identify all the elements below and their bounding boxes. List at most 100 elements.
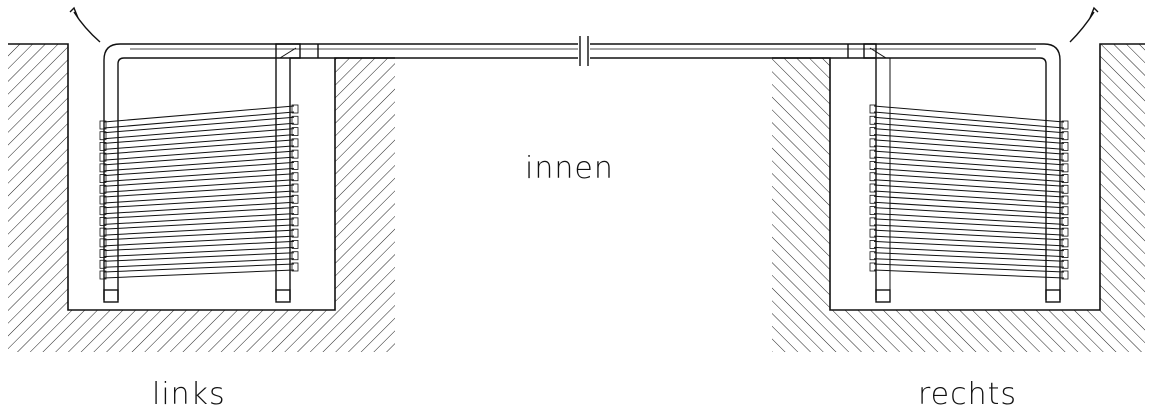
left-bar-line bbox=[103, 263, 295, 273]
right-bar-line bbox=[873, 139, 1065, 155]
right-ground bbox=[772, 43, 1145, 352]
left-bar-end bbox=[291, 217, 299, 227]
right-bar-end bbox=[869, 262, 877, 272]
left-bar-line bbox=[103, 128, 295, 144]
right-bar-line bbox=[873, 224, 1065, 236]
right-bar-line bbox=[873, 105, 1065, 123]
left-arrow-icon bbox=[69, 6, 101, 43]
right-bar-line bbox=[873, 173, 1065, 187]
right-bar-end bbox=[1061, 174, 1069, 183]
left-bar-line bbox=[103, 252, 295, 262]
label-left: links bbox=[152, 377, 226, 412]
left-bar-line bbox=[103, 122, 295, 140]
right-bar-end bbox=[1061, 142, 1069, 151]
left-bar-end bbox=[99, 270, 107, 280]
left-bar-line bbox=[103, 161, 295, 177]
left-bar-end bbox=[99, 120, 107, 130]
left-bar-end bbox=[291, 138, 299, 148]
right-bar-end bbox=[1061, 120, 1069, 130]
right-bar-end bbox=[869, 194, 877, 204]
left-bar-end bbox=[291, 251, 299, 261]
left-bar-line bbox=[103, 207, 295, 219]
left-ground bbox=[8, 43, 395, 352]
left-bar-line bbox=[103, 179, 295, 193]
right-bar-end bbox=[1061, 249, 1069, 258]
left-frame bbox=[99, 43, 301, 303]
left-bar-end bbox=[291, 104, 299, 114]
right-bar-line bbox=[873, 184, 1065, 198]
right-bar-end bbox=[869, 149, 877, 159]
left-bar-line bbox=[103, 190, 295, 204]
left-bar-end bbox=[291, 228, 299, 238]
left-bar-line bbox=[103, 116, 295, 134]
left-bar-end bbox=[291, 240, 299, 249]
right-bar-end bbox=[869, 251, 877, 261]
left-bar-end bbox=[99, 238, 107, 248]
left-bar-line bbox=[103, 229, 295, 241]
right-bar-line bbox=[873, 167, 1065, 183]
right-frame bbox=[863, 43, 1069, 303]
right-bar-line bbox=[873, 201, 1065, 215]
right-bar-line bbox=[873, 213, 1065, 225]
right-bar-line bbox=[873, 246, 1065, 258]
left-bar-end bbox=[291, 149, 299, 159]
right-bar-end bbox=[1061, 259, 1069, 269]
left-bar-end bbox=[99, 195, 107, 205]
left-bar-line bbox=[103, 235, 295, 247]
left-bar-line bbox=[103, 134, 295, 150]
right-bar-end bbox=[869, 161, 877, 170]
left-bar-end bbox=[291, 194, 299, 204]
right-bar-line bbox=[873, 269, 1065, 279]
left-bar-line bbox=[103, 213, 295, 225]
left-bar-end bbox=[291, 206, 299, 215]
left-bar-end bbox=[99, 206, 107, 216]
right-bar-line bbox=[873, 218, 1065, 230]
right-bar-line bbox=[873, 134, 1065, 150]
left-bar-line bbox=[103, 224, 295, 236]
left-bar-end bbox=[99, 217, 107, 226]
left-bars bbox=[99, 104, 299, 280]
right-bar-end bbox=[869, 104, 877, 114]
left-bar-line bbox=[103, 201, 295, 215]
right-bar-end bbox=[1061, 227, 1069, 237]
right-bar-line bbox=[873, 229, 1065, 241]
left-bar-end bbox=[291, 115, 299, 125]
left-bar-end bbox=[291, 262, 299, 272]
right-bar-line bbox=[873, 156, 1065, 172]
left-bar-line bbox=[103, 269, 295, 279]
left-bar-end bbox=[99, 184, 107, 194]
left-bar-line bbox=[103, 145, 295, 161]
left-bar-end bbox=[99, 249, 107, 258]
right-bar-line bbox=[873, 145, 1065, 161]
right-bar-end bbox=[869, 183, 877, 193]
right-bar-end bbox=[869, 240, 877, 249]
right-bar-end bbox=[1061, 217, 1069, 226]
label-center: innen bbox=[525, 151, 614, 186]
right-bar-end bbox=[869, 217, 877, 227]
right-bar-end bbox=[1061, 163, 1069, 173]
left-bar-line bbox=[103, 150, 295, 166]
left-bar-line bbox=[103, 156, 295, 172]
left-bar-end bbox=[99, 259, 107, 269]
right-bar-end bbox=[1061, 238, 1069, 248]
left-bar-end bbox=[99, 142, 107, 151]
right-bar-line bbox=[873, 116, 1065, 134]
right-bar-line bbox=[873, 195, 1065, 209]
right-bar-line bbox=[873, 122, 1065, 140]
left-bar-end bbox=[291, 183, 299, 193]
right-ground-hatch bbox=[772, 44, 1145, 352]
left-bar-end bbox=[99, 152, 107, 162]
right-bar-line bbox=[873, 190, 1065, 204]
left-bar-line bbox=[103, 240, 295, 252]
right-bar-line bbox=[873, 252, 1065, 262]
right-bar-end bbox=[869, 138, 877, 148]
right-bar-end bbox=[869, 228, 877, 238]
left-bar-end bbox=[99, 163, 107, 173]
right-bar-end bbox=[1061, 195, 1069, 205]
left-bar-end bbox=[291, 161, 299, 170]
left-bar-line bbox=[103, 167, 295, 183]
left-bar-end bbox=[99, 227, 107, 237]
right-bar-line bbox=[873, 240, 1065, 252]
top-beam bbox=[130, 36, 1036, 66]
